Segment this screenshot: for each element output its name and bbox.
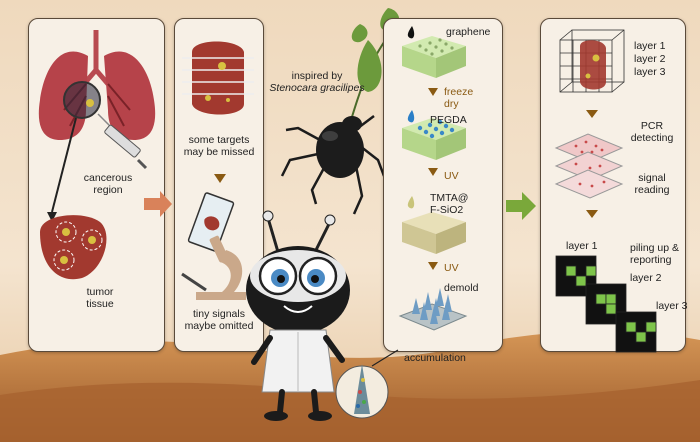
sliced-tissue-image — [182, 41, 254, 115]
accumulation-label: accumulation — [404, 352, 466, 364]
layer2-label: layer 2 — [634, 53, 666, 65]
glass-slide-icon — [187, 192, 235, 252]
blue-droplet-icon — [407, 110, 415, 123]
stack-layer2-label: layer 2 — [630, 272, 662, 284]
mascot-antenna — [266, 217, 332, 253]
graphene-label: graphene — [446, 26, 491, 38]
mascot-eye-right — [298, 256, 338, 296]
inspired-label: inspired by Stenocara gracilipes — [269, 70, 365, 94]
graphene-block — [402, 36, 466, 78]
microscope-icon — [181, 235, 246, 300]
pegda-label: PEGDA — [430, 114, 467, 126]
pcr-plate-stack — [554, 133, 624, 199]
syringe-icon — [97, 113, 148, 170]
tmta-droplet-icon — [407, 196, 415, 209]
uv-label-2: UV — [444, 262, 459, 274]
tmta-block — [402, 212, 466, 254]
stack-layer3-label: layer 3 — [656, 300, 688, 312]
layer1-label: layer 1 — [634, 40, 666, 52]
tmta-label: TMTA@F-SiO2 — [430, 192, 469, 216]
piling-up-label: piling up &reporting — [630, 242, 680, 266]
demold-label: demold — [444, 282, 479, 294]
mascot-eye-left — [258, 256, 298, 296]
mascot-mouth — [283, 305, 313, 313]
tumor-tissue-image — [40, 215, 107, 280]
black-droplet-icon — [407, 26, 415, 39]
magnifier-circle — [63, 81, 101, 119]
layer-grid-stack — [555, 255, 657, 353]
stack-layer1-label: layer 1 — [566, 240, 598, 252]
demolded-spike-array — [398, 288, 468, 331]
uv-label-1: UV — [444, 170, 459, 182]
accumulation-spike-image — [335, 364, 389, 419]
layer3-label: layer 3 — [634, 66, 666, 78]
pegda-block — [402, 118, 466, 160]
beetle-icon — [280, 115, 386, 215]
